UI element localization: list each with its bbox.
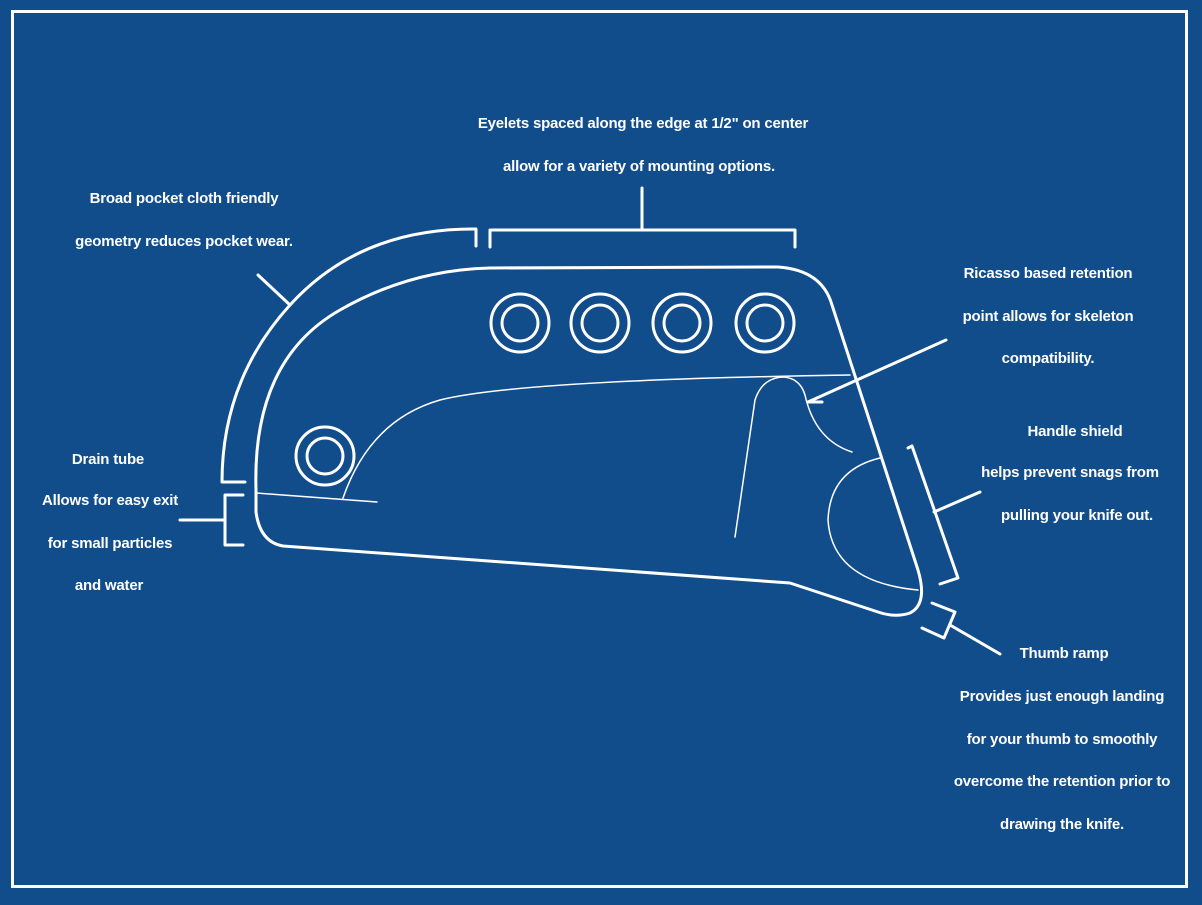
eyelet-row <box>294 292 796 487</box>
blade-line <box>342 374 851 499</box>
ricasso-leader <box>806 338 948 404</box>
ricasso-label-line1: Ricasso based retention <box>963 265 1133 282</box>
eyelet-1-outer <box>489 292 551 354</box>
eyelet-4-inner <box>745 303 785 343</box>
eyelet-5-outer <box>294 425 356 487</box>
drain-label-line1: Drain tube <box>71 451 145 468</box>
eyelets-label-line2: allow for a variety of mounting options. <box>502 158 776 175</box>
eyelet-1-inner <box>500 303 540 343</box>
thumb-label-line4: overcome the retention prior to <box>953 773 1171 790</box>
thumb-label-line3: for your thumb to smoothly <box>966 731 1158 748</box>
eyelet-5-inner <box>305 436 345 476</box>
handle-shield <box>827 457 919 591</box>
pocket-label-line2: geometry reduces pocket wear. <box>75 233 293 250</box>
blueprint-border <box>11 10 1188 888</box>
drain-label-line2: Allows for easy exit <box>41 492 179 509</box>
sheath-outline <box>254 265 924 617</box>
pocket-label-line1: Broad pocket cloth friendly <box>89 190 279 207</box>
drain-bracket <box>178 493 245 547</box>
thumb-label-line1: Thumb ramp <box>1019 645 1109 662</box>
thumb-label-line5: drawing the knife. <box>1000 816 1124 833</box>
eyelet-3-inner <box>662 303 702 343</box>
shield-bracket <box>906 444 982 586</box>
ricasso-retention <box>734 376 853 538</box>
eyelets-bracket <box>488 186 797 249</box>
drain-label-line4: and water <box>74 577 144 594</box>
shield-label-line2: helps prevent snags from <box>981 464 1159 481</box>
ricasso-label-line3: compatibility. <box>1001 350 1095 367</box>
thumb-bracket <box>920 601 1002 656</box>
shield-label-line1: Handle shield <box>1027 423 1123 440</box>
drain-label-line3: for small particles <box>47 535 173 552</box>
drain-tube-line <box>255 492 378 503</box>
ricasso-label-line2: point allows for skeleton <box>962 308 1134 325</box>
shield-label-line3: pulling your knife out. <box>1000 507 1154 524</box>
pocket-leader <box>256 273 292 307</box>
eyelet-2-outer <box>569 292 631 354</box>
thumb-label-line2: Provides just enough landing <box>959 688 1165 705</box>
eyelet-4-outer <box>734 292 796 354</box>
eyelet-2-inner <box>580 303 620 343</box>
eyelet-3-outer <box>651 292 713 354</box>
pocket-bracket <box>220 227 478 484</box>
eyelets-label-line1: Eyelets spaced along the edge at 1/2" on… <box>477 115 809 132</box>
